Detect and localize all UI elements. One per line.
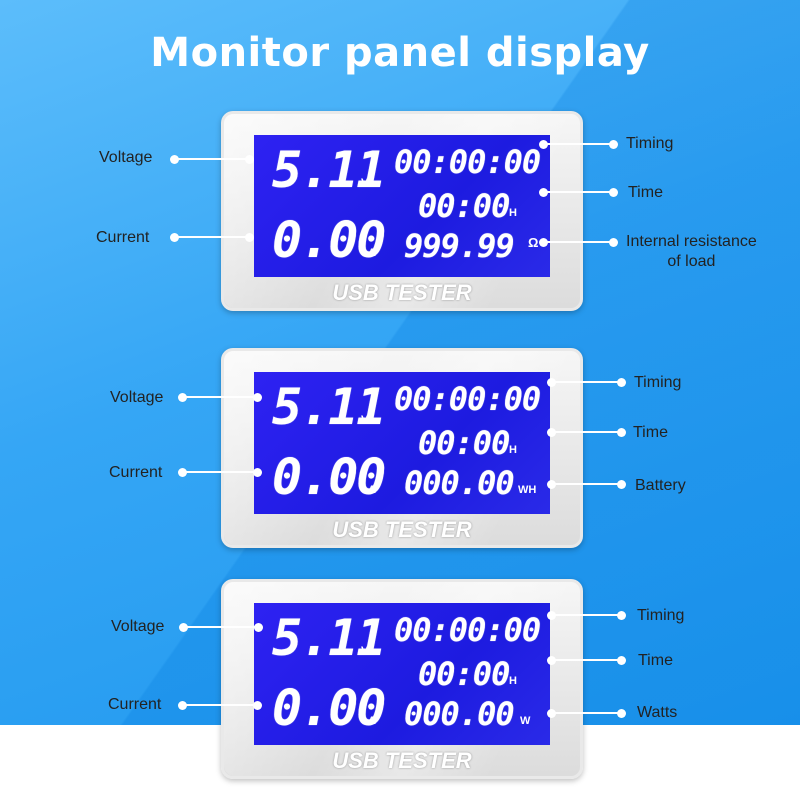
label-time: Time: [638, 652, 673, 669]
label-voltage: Voltage: [110, 389, 164, 406]
current-unit: A: [368, 247, 376, 259]
time-readout: 00:00: [418, 424, 510, 462]
lcd-screen: 5.11 V 00:00:00 00:00 H 0.00 A 000.00 W: [254, 603, 550, 745]
label-current: Current: [108, 696, 162, 713]
label-current: Current: [96, 229, 150, 246]
voltage-unit: V: [361, 177, 369, 189]
label-voltage: Voltage: [111, 618, 165, 635]
time-unit: H: [509, 444, 517, 456]
page-title: Monitor panel display: [150, 30, 650, 76]
time-unit: H: [509, 207, 517, 219]
time-readout: 00:00: [418, 187, 510, 225]
current-readout: 0.00: [272, 679, 386, 737]
current-unit: A: [368, 715, 376, 727]
wh-unit: WH: [518, 484, 537, 496]
timing-readout: 00:00:00: [394, 380, 541, 418]
resistance-readout: 999.99: [404, 227, 515, 265]
label-watts: Watts: [637, 704, 678, 721]
current-readout: 0.00: [272, 448, 386, 506]
brand-label: USB TESTER: [332, 748, 472, 773]
label-voltage: Voltage: [99, 149, 153, 166]
timing-readout: 00:00:00: [394, 143, 541, 181]
voltage-readout: 5.11: [272, 378, 386, 436]
label-timing: Timing: [626, 135, 674, 152]
battery-readout: 000.00: [404, 464, 515, 502]
label-current: Current: [109, 464, 163, 481]
brand-label: USB TESTER: [332, 280, 472, 305]
usb-tester-panel-3: 5.11 V 00:00:00 00:00 H 0.00 A 000.00 W …: [221, 579, 583, 779]
timing-readout: 00:00:00: [394, 611, 541, 649]
label-battery: Battery: [635, 477, 686, 494]
watts-readout: 000.00: [404, 695, 515, 733]
lcd-screen: 5.11 V 00:00:00 00:00 H 0.00 A 000.00 WH: [254, 372, 550, 514]
w-unit: W: [520, 715, 531, 727]
time-unit: H: [509, 675, 517, 687]
label-internal-resistance: Internal resistance of load: [626, 233, 757, 270]
time-readout: 00:00: [418, 655, 510, 693]
usb-tester-panel-1: 5.11 V 00:00:00 00:00 H 0.00 A 999.99 Ω …: [221, 111, 583, 311]
label-timing: Timing: [637, 607, 685, 624]
ohm-unit: Ω: [528, 235, 539, 250]
voltage-readout: 5.11: [272, 609, 386, 667]
current-readout: 0.00: [272, 211, 386, 269]
voltage-unit: V: [361, 414, 369, 426]
lcd-screen: 5.11 V 00:00:00 00:00 H 0.00 A 999.99 Ω: [254, 135, 550, 277]
voltage-readout: 5.11: [272, 141, 386, 199]
voltage-unit: V: [361, 645, 369, 657]
brand-label: USB TESTER: [332, 517, 472, 542]
label-time: Time: [628, 184, 663, 201]
label-time: Time: [633, 424, 668, 441]
usb-tester-panel-2: 5.11 V 00:00:00 00:00 H 0.00 A 000.00 WH…: [221, 348, 583, 548]
current-unit: A: [368, 484, 376, 496]
label-timing: Timing: [634, 374, 682, 391]
